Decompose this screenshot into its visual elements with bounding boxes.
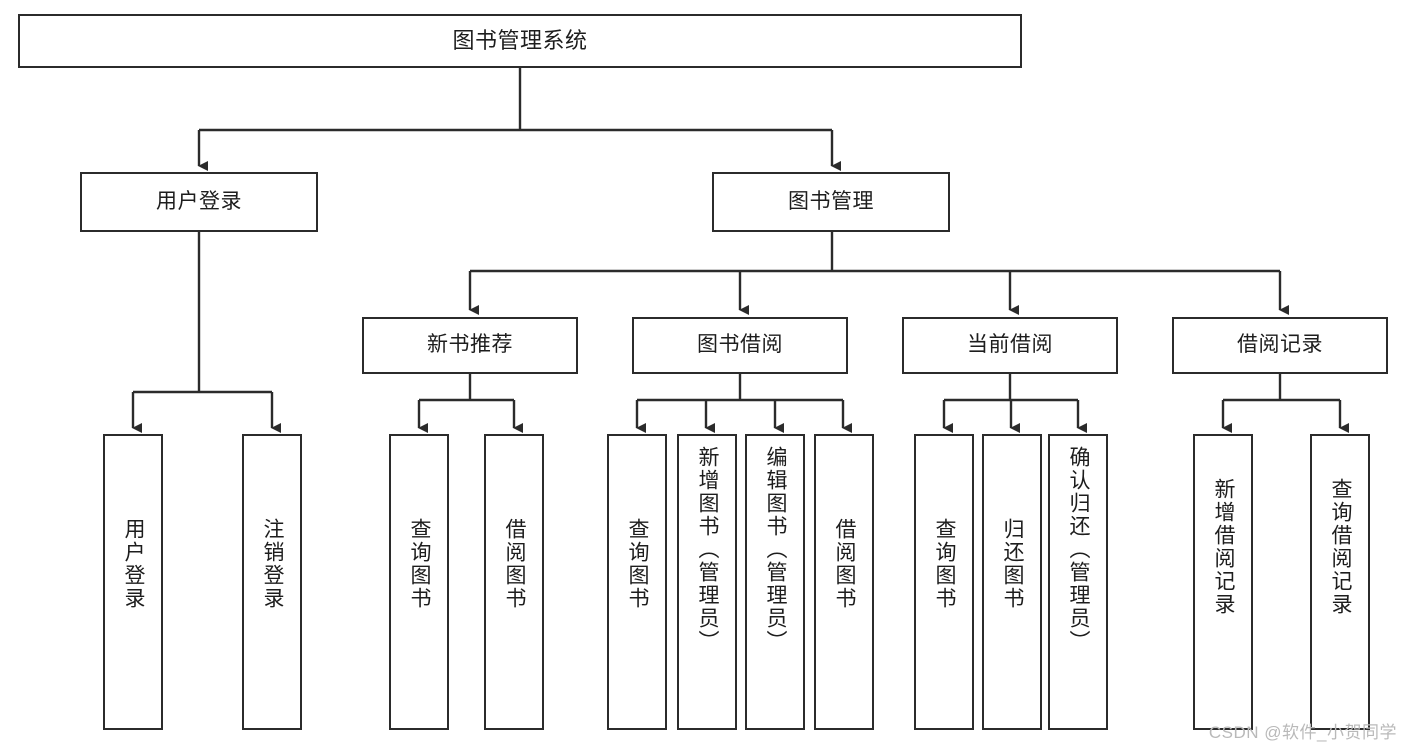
node-label: 图书借阅 (697, 333, 783, 357)
leaf-return-book[interactable]: 归还图书 (982, 434, 1042, 730)
node-label: 借阅图书 (503, 518, 527, 610)
leaf-borrow-book-recommend[interactable]: 借阅图书 (484, 434, 544, 730)
node-label: 图书管理系统 (452, 28, 588, 54)
node-borrow-record[interactable]: 借阅记录 (1172, 317, 1388, 374)
leaf-confirm-return-admin[interactable]: 确认归还（管理员） (1048, 434, 1108, 730)
leaf-query-book-borrow[interactable]: 查询图书 (607, 434, 667, 730)
node-new-book-recommend[interactable]: 新书推荐 (362, 317, 578, 374)
leaf-add-book-admin[interactable]: 新增图书（管理员） (677, 434, 737, 730)
node-label: 查询图书 (626, 518, 650, 610)
node-label: 编辑图书（管理员） (764, 446, 788, 653)
leaf-query-borrow-record[interactable]: 查询借阅记录 (1310, 434, 1370, 730)
node-book-borrow[interactable]: 图书借阅 (632, 317, 848, 374)
node-label: 查询图书 (408, 518, 432, 610)
leaf-edit-book-admin[interactable]: 编辑图书（管理员） (745, 434, 805, 730)
node-label: 当前借阅 (967, 333, 1053, 357)
node-label: 归还图书 (1001, 518, 1025, 610)
node-label: 新增借阅记录 (1212, 478, 1236, 616)
node-label: 新书推荐 (427, 333, 513, 357)
leaf-logout-login[interactable]: 注销登录 (242, 434, 302, 730)
node-label: 注销登录 (261, 518, 285, 610)
node-root-system[interactable]: 图书管理系统 (18, 14, 1022, 68)
node-label: 借阅图书 (833, 518, 857, 610)
node-current-borrow[interactable]: 当前借阅 (902, 317, 1118, 374)
leaf-query-book-recommend[interactable]: 查询图书 (389, 434, 449, 730)
node-label: 借阅记录 (1237, 333, 1323, 357)
node-label: 用户登录 (156, 189, 242, 213)
watermark-text: CSDN @软件_小贺同学 (1208, 723, 1397, 742)
node-label: 图书管理 (788, 189, 874, 213)
leaf-borrow-book-borrow[interactable]: 借阅图书 (814, 434, 874, 730)
node-book-manage[interactable]: 图书管理 (712, 172, 950, 232)
leaf-query-book-current[interactable]: 查询图书 (914, 434, 974, 730)
node-label: 查询图书 (933, 518, 957, 610)
leaf-user-login[interactable]: 用户登录 (103, 434, 163, 730)
node-label: 用户登录 (122, 518, 146, 610)
leaf-add-borrow-record[interactable]: 新增借阅记录 (1193, 434, 1253, 730)
node-user-login[interactable]: 用户登录 (80, 172, 318, 232)
node-label: 查询借阅记录 (1329, 478, 1353, 616)
node-label: 新增图书（管理员） (696, 446, 720, 653)
node-label: 确认归还（管理员） (1067, 446, 1091, 653)
